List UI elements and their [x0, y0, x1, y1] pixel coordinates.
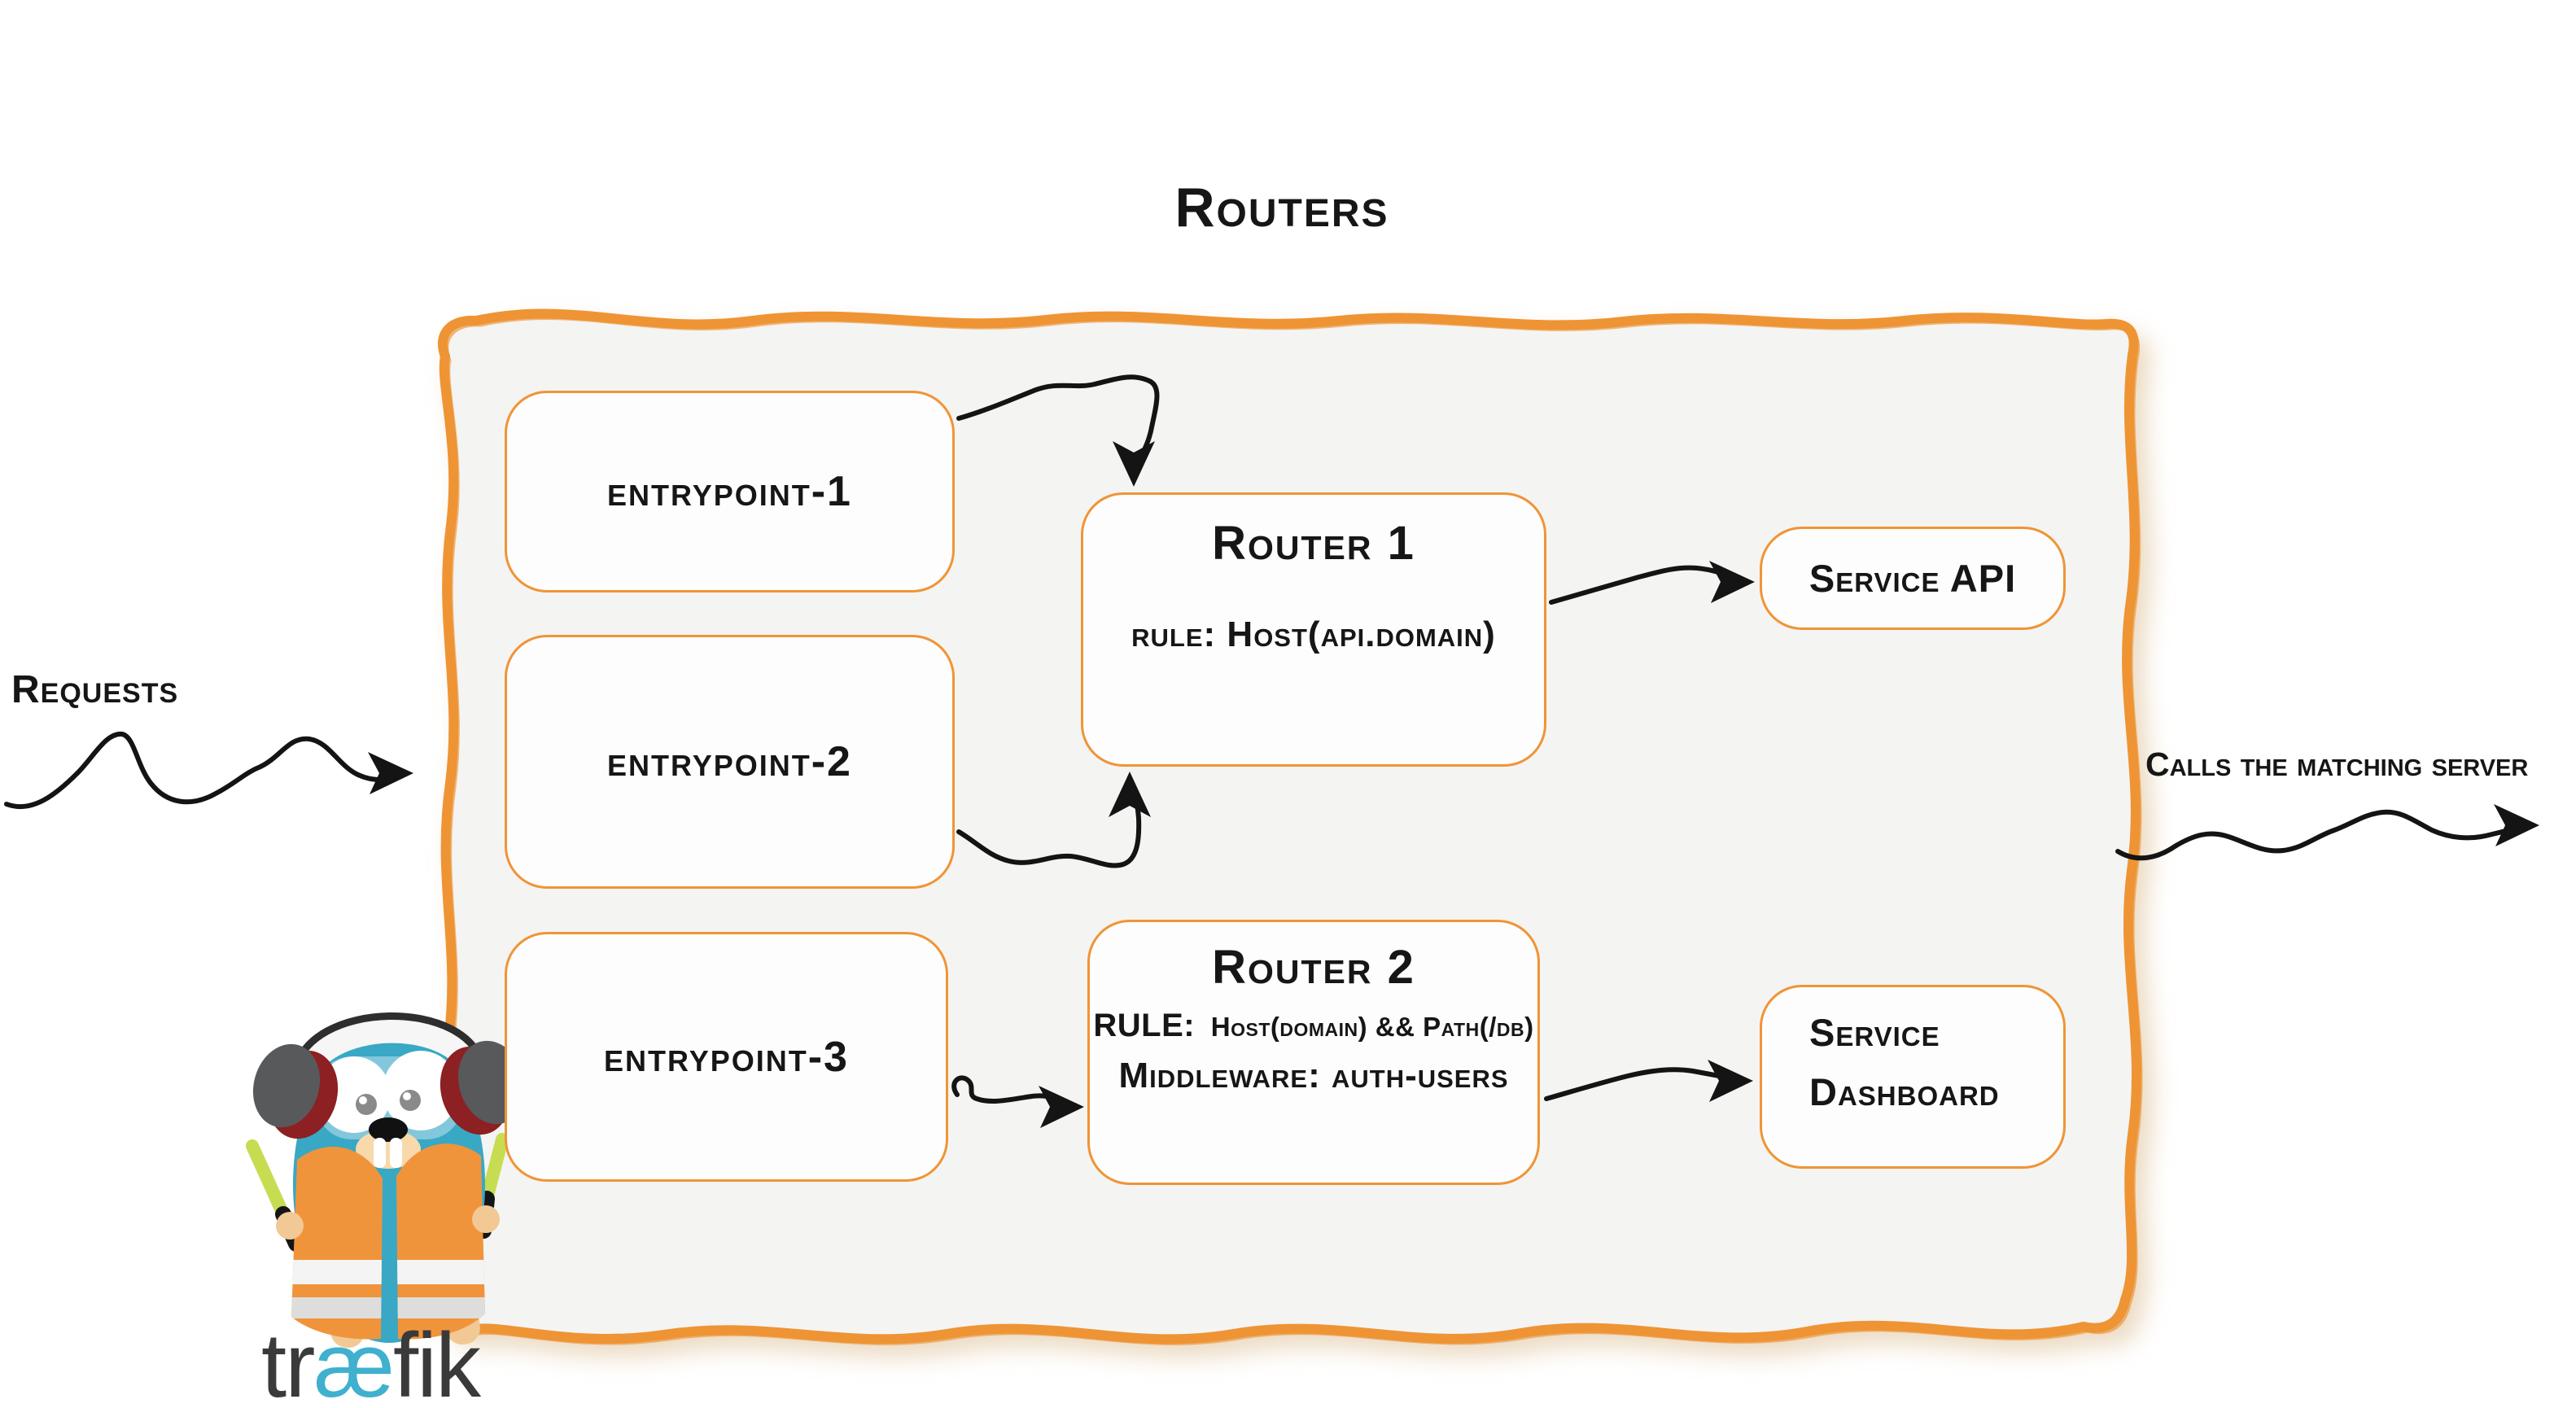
entrypoint-3-label: entrypoint-3	[604, 1033, 849, 1081]
router-2-rule-value: Host(domain) && Path(/db)	[1210, 1012, 1534, 1042]
router-2-rule: RULE: Host(domain) && Path(/db)	[1090, 1008, 1537, 1044]
router-2-middleware-value: auth-users	[1331, 1056, 1509, 1095]
traefik-wordmark: træfik	[179, 1320, 562, 1408]
entrypoint2-arrowhead	[1109, 772, 1151, 817]
entrypoint-3-box: entrypoint-3	[505, 932, 948, 1182]
entrypoint3-arrowhead	[1039, 1086, 1084, 1128]
requests-arrow	[4, 731, 406, 810]
page-title: Routers	[1174, 177, 1389, 238]
router-2-rule-prefix: RULE:	[1093, 1008, 1196, 1043]
router1-arrowhead	[1709, 561, 1755, 603]
entrypoint1-to-router1-arrow	[956, 374, 1160, 468]
wordmark-tr: tr	[260, 1314, 315, 1408]
requests-arrowhead	[368, 752, 413, 794]
router-1-rule-prefix: rule:	[1131, 614, 1217, 654]
service-api-box: Service API	[1760, 527, 2066, 630]
wordmark-fik: fik	[393, 1314, 481, 1408]
wordmark-ae: æ	[313, 1314, 395, 1408]
service-api-label: Service API	[1808, 557, 2017, 600]
entrypoint-1-label: entrypoint-1	[607, 468, 852, 515]
router-1-name: Router 1	[1212, 517, 1415, 570]
router-2-box: Router 2 RULE: Host(domain) && Path(/db)…	[1087, 920, 1540, 1185]
requests-label: Requests	[11, 668, 179, 711]
router-2-middleware-prefix: Middleware:	[1118, 1056, 1321, 1095]
service-dashboard-label-line1: Service	[1809, 1011, 1940, 1054]
service-dashboard-label-line2: Dashboard	[1809, 1069, 2000, 1113]
traefik-gopher-logo	[246, 1012, 526, 1349]
router2-to-service-dashboard-arrow	[1544, 1067, 1739, 1101]
calls-matching-server-arrow	[2115, 809, 2522, 861]
router-2-name: Router 2	[1212, 941, 1415, 994]
service-dashboard-box: Service Dashboard	[1760, 985, 2066, 1169]
router2-arrowhead	[1708, 1060, 1753, 1102]
entrypoint1-arrowhead	[1113, 441, 1155, 487]
entrypoint-2-label: entrypoint-2	[607, 738, 852, 785]
calls-matching-server-label: Calls the matching server	[2145, 746, 2529, 783]
router-2-middleware: Middleware: auth-users	[1090, 1056, 1537, 1096]
entrypoint-1-box: entrypoint-1	[505, 391, 955, 592]
router-1-rule: rule: Host(api.domain)	[1083, 614, 1544, 655]
router-1-box: Router 1 rule: Host(api.domain)	[1081, 492, 1546, 767]
entrypoint2-to-router1-arrow	[956, 784, 1142, 868]
router-1-rule-value: Host(api.domain)	[1227, 614, 1496, 654]
entrypoint-2-box: entrypoint-2	[505, 635, 955, 889]
calls-arrowhead	[2494, 804, 2539, 846]
